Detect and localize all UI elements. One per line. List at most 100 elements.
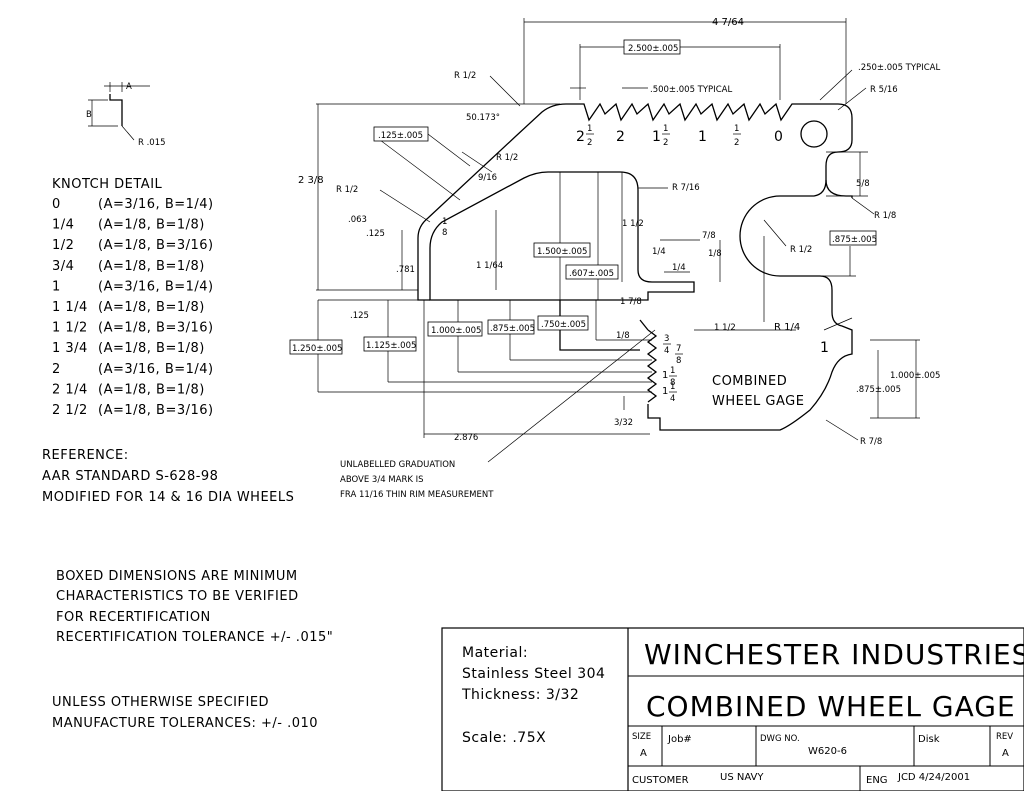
dim-fifteen-hundred: 1.500±.005 (537, 247, 587, 257)
dim-nine-sixteenths: 9/16 (478, 173, 497, 183)
dim-thousand-a-box (427, 321, 483, 337)
reference-note: REFERENCE: AAR STANDARD S-628-98 MODIFIE… (42, 448, 294, 505)
graduation-note-line-1: UNLABELLED GRADUATION (340, 460, 455, 470)
scale-mark-numerator: 1 (587, 124, 592, 134)
part-label-line-2: WHEEL GAGE (712, 394, 804, 409)
tolerance-note-line-2: MANUFACTURE TOLERANCES: +/- .010 (52, 716, 318, 731)
notch-row-spec: (A=1/8, B=1/8) (98, 382, 205, 397)
dim-seven-eighty-one: .781 (396, 265, 415, 275)
graduation-note-line-2: ABOVE 3/4 MARK IS (340, 475, 424, 485)
dim-twelve-fifty: 1.250±.005 (292, 344, 342, 354)
notch-row-size: 1 1/4 (52, 300, 88, 315)
dim-eight-seventy-five-b-box (487, 319, 535, 335)
dim-typical-notch: .500±.005 TYPICAL (650, 85, 732, 95)
boxed-note-line-1: BOXED DIMENSIONS ARE MINIMUM (56, 569, 298, 584)
title-block: Material: Stainless Steel 304 Thickness:… (441, 627, 1024, 791)
dim-eight-seventy-five-a-box (829, 230, 877, 246)
notch-row-spec: (A=3/16, B=1/4) (98, 197, 214, 212)
boxed-note-line-4: RECERTIFICATION TOLERANCE +/- .015" (56, 630, 333, 645)
dim-r-five-sixteenths: R 5/16 (870, 85, 898, 95)
dim-seven-fifty-box (537, 315, 589, 331)
boxed-note-line-3: FOR RECERTIFICATION (56, 610, 211, 625)
notch-row-spec: (A=1/8, B=1/8) (98, 259, 205, 274)
rev-label: REV (996, 732, 1013, 742)
scale-mark-denominator: 2 (734, 138, 739, 148)
notch-row-size: 3/4 (52, 259, 74, 274)
notch-row-spec: (A=1/8, B=3/16) (98, 403, 214, 418)
dim-eight-seventy-five-c: .875±.005 (856, 385, 901, 395)
dim-r-eighth: R 1/8 (874, 211, 896, 221)
eng-value: JCD 4/24/2001 (897, 772, 970, 783)
flange-mark-whole: 1 (662, 370, 668, 381)
scale-mark-whole: 2 (576, 129, 585, 145)
dim-seven-eighths-v: 7/8 (702, 231, 716, 241)
notch-row-spec: (A=3/16, B=1/4) (98, 362, 214, 377)
notch-row-size: 1/2 (52, 238, 74, 253)
flange-mark: 1 (820, 340, 829, 356)
dimension-lines (316, 18, 920, 441)
dim-r-quarter: R 1/4 (774, 322, 800, 333)
flange-mark-denominator: 8 (670, 378, 675, 388)
flange-mark: 78 (675, 344, 683, 366)
notch-row-spec: (A=1/8, B=1/8) (98, 218, 205, 233)
dim-five-eighths: 5/8 (856, 179, 870, 189)
dim-scale-span-box (623, 39, 681, 55)
dim-eleven-twenty-five-box (363, 336, 417, 352)
notch-row-spec: (A=1/8, B=3/16) (98, 321, 214, 336)
notch-detail-sketch: A B R .015 (86, 82, 166, 148)
graduation-note: UNLABELLED GRADUATION ABOVE 3/4 MARK IS … (340, 329, 656, 500)
dim-six-oh-seven-box (565, 264, 619, 280)
notch-row-spec: (A=1/8, B=1/8) (98, 300, 205, 315)
scale-mark: 12 (733, 124, 741, 148)
notch-detail-title: KNOTCH DETAIL (52, 177, 163, 192)
flange-mark-numerator: 1 (670, 382, 675, 392)
scale-mark-numerator: 1 (734, 124, 739, 134)
notch-row-size: 1 (52, 279, 61, 294)
notch-label-b: B (86, 110, 92, 120)
dim-slot-box (373, 126, 429, 142)
scale-mark-denominator: 2 (663, 138, 668, 148)
notch-row-size: 2 (52, 362, 61, 377)
dim-r-half-left: R 1/2 (336, 185, 358, 195)
notch-label-a: A (126, 82, 132, 92)
drawing-title: COMBINED WHEEL GAGE (646, 690, 1016, 723)
dwg-value: W620-6 (808, 746, 847, 757)
scale-mark-whole: 1 (652, 129, 661, 145)
notch-radius-label: R .015 (138, 138, 166, 148)
hang-hole (800, 120, 828, 148)
dim-eighth-b: 1/8 (616, 331, 630, 341)
notch-row-spec: (A=1/8, B=3/16) (98, 238, 214, 253)
reference-line-2: AAR STANDARD S-628-98 (42, 469, 218, 484)
boxed-note-line-2: CHARACTERISTICS TO BE VERIFIED (56, 589, 299, 604)
dim-three-thirtyseconds: 3/32 (614, 418, 633, 428)
dim-angle: 50.173° (466, 113, 500, 123)
dim-two-eight-seven-six: 2.876 (454, 433, 478, 443)
scale-mark: 0 (774, 129, 783, 145)
scale-label: Scale: .75X (462, 730, 546, 746)
dim-one-half-h: 1 1/2 (714, 323, 736, 333)
notch-row-size: 1 1/2 (52, 321, 88, 336)
flange-mark-whole: 1 (662, 386, 668, 397)
dim-r-seven-eighths: R 7/8 (860, 437, 882, 447)
part-label-line-1: COMBINED (712, 374, 787, 389)
dim-one-twenty-five-b: .125 (350, 311, 369, 321)
reference-line-1: REFERENCE: (42, 448, 129, 463)
dim-r-seven-sixteenths: R 7/16 (672, 183, 700, 193)
dim-overall-width: 4 7/64 (712, 17, 744, 28)
dim-eight-seventy-five-b: .875±.005 (490, 324, 535, 334)
notch-row-spec: (A=3/16, B=1/4) (98, 279, 214, 294)
job-label: Job# (667, 734, 692, 745)
notch-row-spec: (A=1/8, B=1/8) (98, 341, 205, 356)
dim-one-twenty-five-a: .125 (366, 229, 385, 239)
dim-six-oh-seven: .607±.005 (569, 269, 614, 279)
dim-one-seven-eighths: 1 7/8 (620, 297, 642, 307)
dim-quarter-a: 1/4 (652, 247, 666, 257)
dim-fifteen-hundred-box (533, 242, 591, 258)
company-name: WINCHESTER INDUSTRIES INC. (644, 638, 1024, 671)
dim-r-half-circle: R 1/2 (790, 245, 812, 255)
